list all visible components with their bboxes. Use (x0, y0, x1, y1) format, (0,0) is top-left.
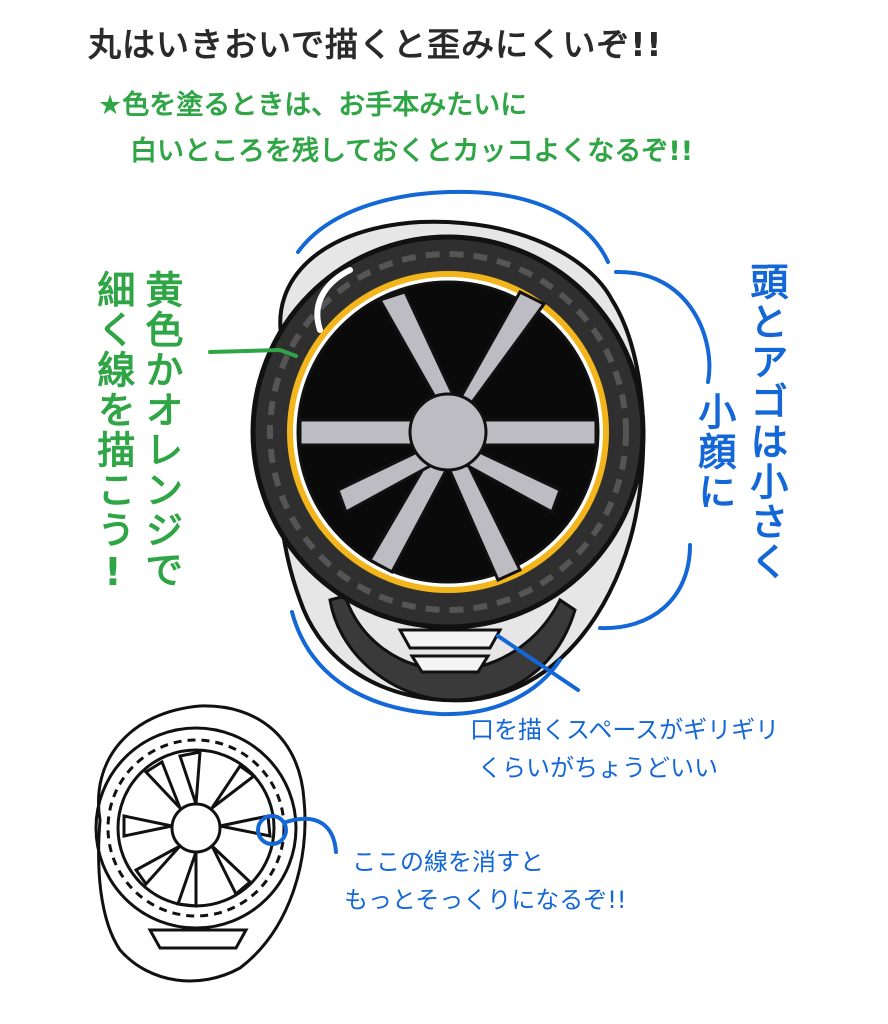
main-wheel-character (250, 219, 646, 703)
green-pointer (208, 347, 298, 358)
outline-note-col1: 黄色かオレンジで (138, 270, 183, 590)
star-icon: ★ (98, 90, 123, 121)
erase-marker (256, 814, 288, 846)
mouth-note-line-1: 口を描くスペースがギリギリ (470, 716, 780, 744)
blue-guides (290, 189, 712, 717)
tip-line-2: 白いところを残しておくとカッコよくなるぞ!! (130, 136, 694, 167)
face-note-col2: 小顔に (691, 392, 736, 512)
page-title: 丸はいきおいで描くと歪みにくいぞ!! (88, 25, 663, 64)
spokes (298, 290, 598, 582)
outline-note-col2: 細く線を描こう! (90, 270, 135, 596)
face-note-col1: 頭とアゴは小さく (743, 262, 788, 582)
outline-wheel (94, 704, 307, 983)
tip-line-1: ★色を塗るときは、お手本みたいに (98, 92, 527, 119)
mouth-note-line-2: くらいがちょうどいい (478, 754, 718, 782)
erase-note-line-1: ここの線を消すと (352, 848, 544, 876)
erase-note-line-2: もっとそっくりになるぞ!! (344, 886, 627, 914)
tip-text-1: 色を塗るときは、お手本みたいに (122, 90, 528, 121)
